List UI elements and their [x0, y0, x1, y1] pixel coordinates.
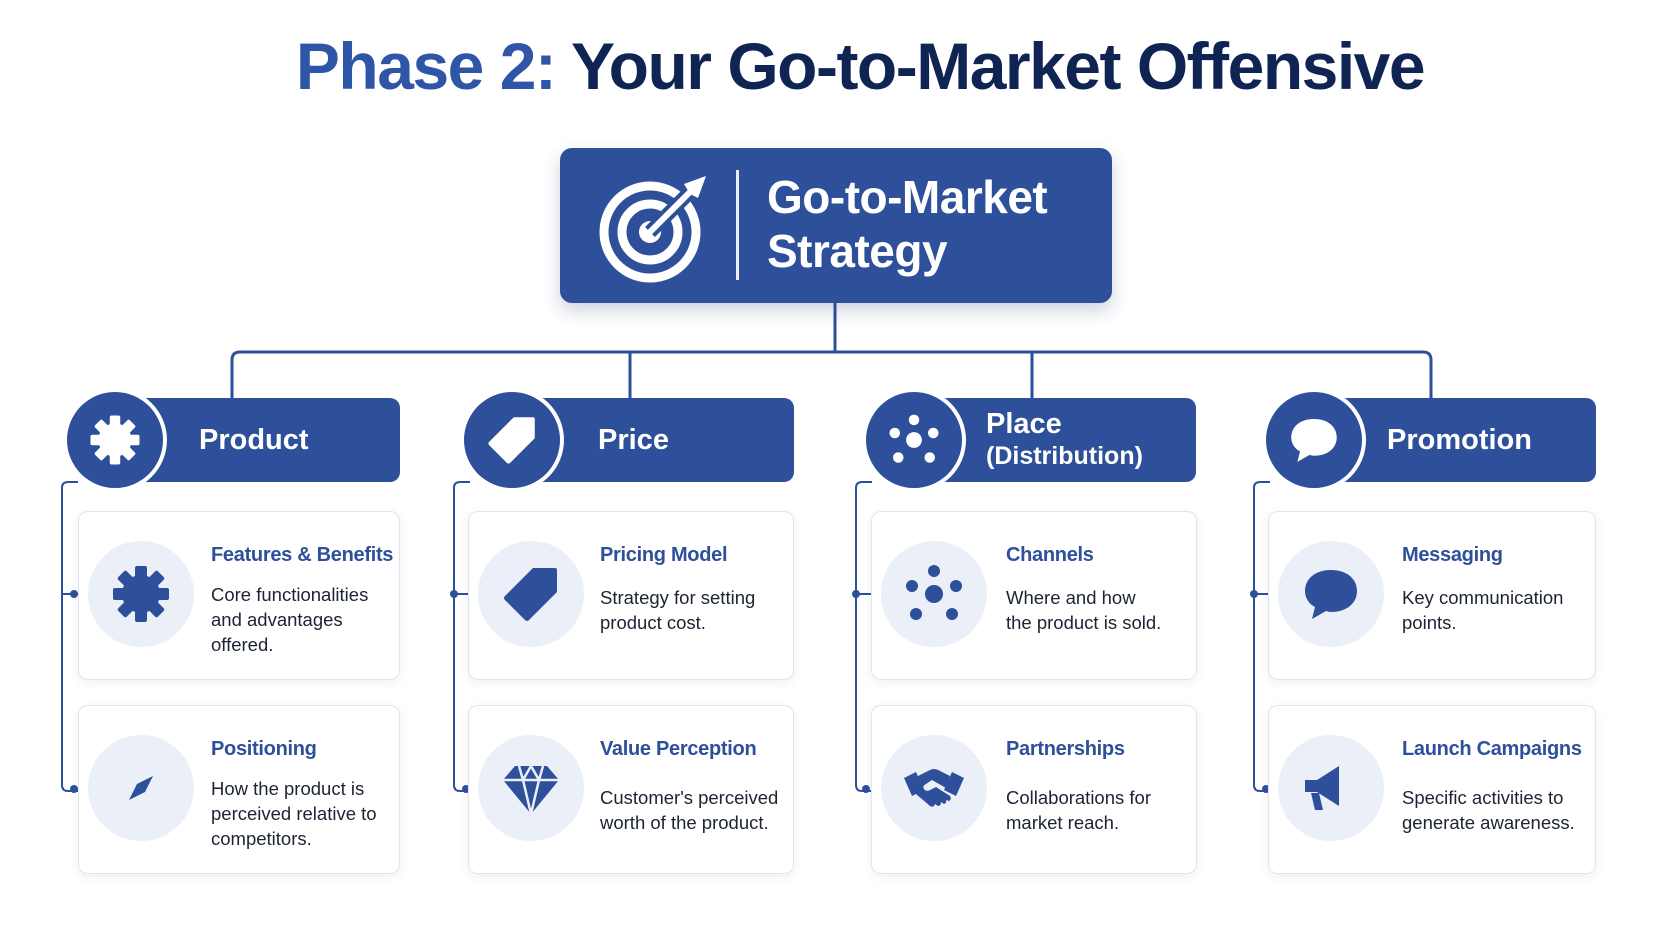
card-desc-line: Key communication	[1402, 587, 1564, 608]
card-desc-line: Core functionalities	[211, 584, 369, 605]
target-arrow-icon	[599, 176, 706, 283]
card-desc-line: offered.	[211, 634, 274, 655]
card-desc-line: Collaborations for	[1006, 787, 1151, 808]
card-title: Launch Campaigns	[1402, 738, 1582, 760]
title-main: Your Go-to-Market Offensive	[571, 29, 1426, 103]
root-title: Go-to-Market Strategy	[767, 170, 1097, 278]
network-hub-icon	[881, 541, 987, 647]
card-launch-campaigns: Launch Campaigns Specific activities to …	[1268, 705, 1596, 874]
card-desc-line: Where and how	[1006, 587, 1136, 608]
card-messaging: Messaging Key communication points.	[1268, 511, 1596, 680]
card-desc-line: the product is sold.	[1006, 612, 1162, 633]
card-desc-line: Specific activities to	[1402, 787, 1564, 808]
root-divider	[736, 170, 739, 280]
card-positioning: Positioning How the product is perceived…	[78, 705, 400, 874]
compass-icon	[88, 735, 194, 841]
card-title: Features & Benefits	[211, 544, 394, 566]
gear-icon	[67, 392, 163, 488]
card-desc-line: and advantages	[211, 609, 343, 630]
card-description: Strategy for setting product cost.	[600, 585, 787, 635]
card-pricing-model: Pricing Model Strategy for setting produ…	[468, 511, 794, 680]
column-label: Promotion	[1387, 424, 1532, 456]
title-accent: Phase 2:	[295, 29, 557, 103]
card-desc-line: generate awareness.	[1402, 812, 1575, 833]
card-title: Channels	[1006, 544, 1094, 566]
card-title: Messaging	[1402, 544, 1503, 566]
card-title: Partnerships	[1006, 738, 1125, 760]
card-description: Core functionalities and advantages offe…	[211, 582, 393, 657]
column-label: Price	[598, 424, 669, 456]
card-partnerships: Partnerships Collaborations for market r…	[871, 705, 1197, 874]
root-title-line1: Go-to-Market	[767, 171, 1048, 223]
megaphone-icon	[1278, 735, 1384, 841]
card-description: How the product is perceived relative to…	[211, 776, 393, 851]
card-description: Where and how the product is sold.	[1006, 585, 1190, 635]
column-label: Place (Distribution)	[986, 398, 1143, 482]
card-channels: Channels Where and how the product is so…	[871, 511, 1197, 680]
card-desc-line: product cost.	[600, 612, 706, 633]
column-label-line2: (Distribution)	[986, 442, 1143, 470]
card-desc-line: How the product is	[211, 778, 365, 799]
card-description: Key communication points.	[1402, 585, 1589, 635]
column-label-line1: Place	[986, 408, 1062, 440]
card-desc-line: market reach.	[1006, 812, 1120, 833]
card-title: Pricing Model	[600, 544, 728, 566]
card-features-benefits: Features & Benefits Core functionalities…	[78, 511, 400, 680]
card-desc-line: perceived relative to	[211, 803, 377, 824]
card-desc-line: points.	[1402, 612, 1457, 633]
card-value-perception: Value Perception Customer's perceived wo…	[468, 705, 794, 874]
page-title: Phase 2: Your Go-to-Market Offensive	[0, 28, 1672, 104]
card-description: Specific activities to generate awarenes…	[1402, 785, 1589, 835]
chat-bubble-icon	[1266, 392, 1362, 488]
network-hub-icon	[866, 392, 962, 488]
diamond-icon	[478, 735, 584, 841]
card-title: Value Perception	[600, 738, 757, 760]
column-label: Product	[199, 424, 309, 456]
root-title-line2: Strategy	[767, 225, 948, 277]
root-strategy-box: Go-to-Market Strategy	[560, 148, 1112, 303]
card-desc-line: Customer's perceived	[600, 787, 779, 808]
handshake-icon	[881, 735, 987, 841]
card-description: Collaborations for market reach.	[1006, 785, 1190, 835]
card-desc-line: competitors.	[211, 828, 312, 849]
card-desc-line: Strategy for setting	[600, 587, 756, 608]
card-title: Positioning	[211, 738, 317, 760]
card-desc-line: worth of the product.	[600, 812, 769, 833]
chat-bubble-icon	[1278, 541, 1384, 647]
price-tag-icon	[478, 541, 584, 647]
gear-icon	[88, 541, 194, 647]
price-tag-icon	[464, 392, 560, 488]
card-description: Customer's perceived worth of the produc…	[600, 785, 787, 835]
